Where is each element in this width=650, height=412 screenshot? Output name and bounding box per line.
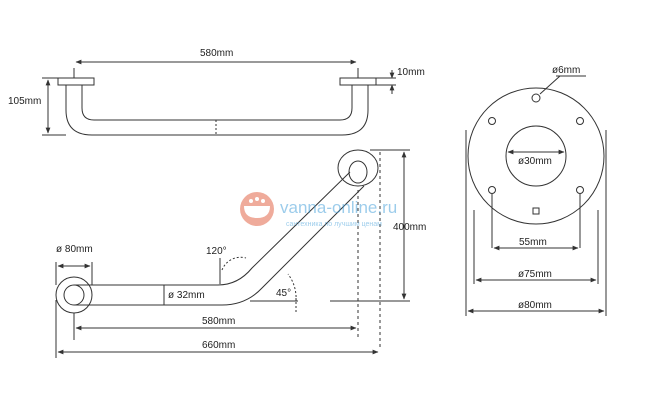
top-height-label: 105mm (8, 96, 41, 107)
screw-hole-top (531, 93, 541, 103)
screw-spacing-label: 55mm (519, 237, 547, 248)
top-width-label: 580mm (200, 48, 233, 59)
angle-120-arc (221, 256, 247, 271)
center-hole-label: ø30mm (518, 156, 552, 167)
flange-view (465, 75, 607, 316)
left-end-flange-inner (63, 284, 85, 306)
right-flange (339, 77, 377, 86)
bathtub-logo-icon (240, 192, 274, 226)
outer-diameter-label: ø80mm (518, 300, 552, 311)
screw-hole-right-bottom (576, 186, 584, 194)
angled-view (55, 149, 410, 358)
inner-diameter-label: ø75mm (518, 269, 552, 280)
watermark: vanna-online.ru сантехника по лучшим цен… (240, 192, 397, 228)
bottom-notch (532, 207, 540, 215)
tube-diameter-label: ø 32mm (168, 290, 205, 301)
upper-end-flange (337, 149, 379, 187)
angle-45-label: 45° (276, 288, 291, 299)
left-flange-diameter-label: ø 80mm (56, 244, 93, 255)
screw-hole-left-bottom (488, 186, 496, 194)
screw-hole-label: ø6mm (552, 65, 580, 76)
top-view (42, 59, 396, 136)
screw-hole-left-top (488, 117, 496, 125)
top-grab-bar-outer (65, 85, 369, 136)
flange-outer-circle (467, 87, 605, 225)
inner-width-label: 580mm (202, 316, 235, 327)
left-flange (57, 77, 95, 86)
left-end-flange (55, 276, 93, 314)
outer-width-label: 660mm (202, 340, 235, 351)
height-400-label: 400mm (393, 222, 426, 233)
screw-hole-right-top (576, 117, 584, 125)
flange-center-hole (505, 125, 567, 187)
flange-thickness-label: 10mm (397, 67, 425, 78)
watermark-brand: vanna-online.ru (280, 198, 397, 217)
upper-end-flange-inner (348, 160, 368, 184)
angle-120-label: 120° (206, 246, 227, 257)
angled-bar-upper-edge (74, 171, 351, 286)
top-grab-bar-inner (81, 85, 353, 121)
angled-bar-lower-edge (74, 185, 365, 306)
watermark-tagline: сантехника по лучшим ценам (286, 221, 382, 228)
